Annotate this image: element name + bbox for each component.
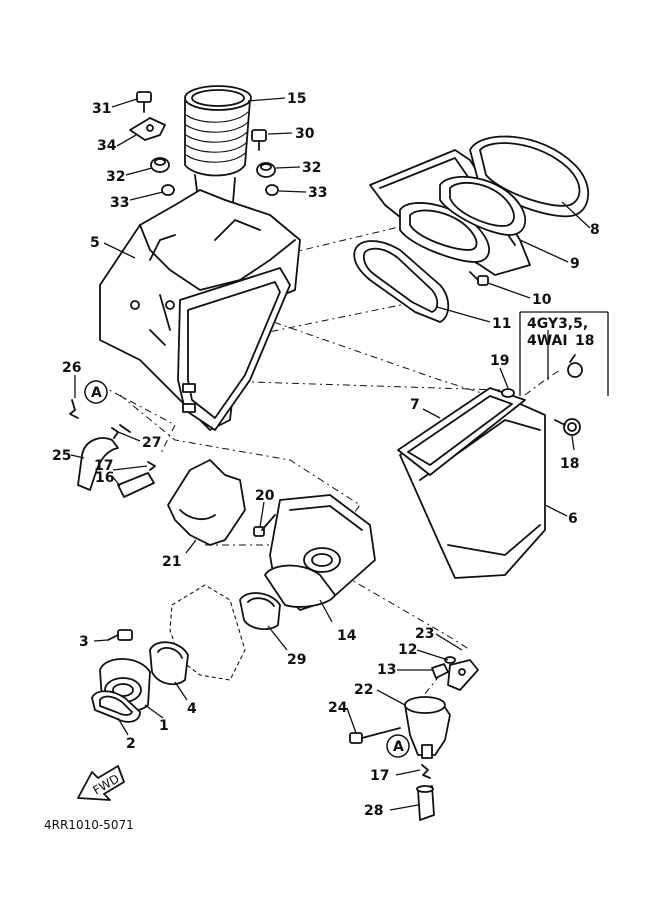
doc-code: 4RR1010-5071 [44, 818, 134, 832]
bolt-20 [253, 514, 276, 537]
callout-16: 16 [95, 470, 114, 486]
callout-28: 28 [364, 803, 383, 819]
callout-32-left: 32 [106, 169, 125, 185]
fwd-arrow: FWD [77, 765, 125, 801]
model-note-line1: 4GY3,5, [527, 316, 588, 332]
callout-26: 26 [62, 360, 81, 376]
callout-11: 11 [492, 316, 511, 332]
screw-18-box [567, 354, 583, 378]
ref-a-marker-left: A [84, 380, 108, 404]
callout-6: 6 [568, 511, 578, 527]
callout-9: 9 [570, 256, 580, 272]
bolt-31 [136, 91, 152, 113]
ref-a-marker-right: A [386, 734, 410, 758]
clip-26 [69, 399, 79, 419]
callout-3: 3 [79, 634, 89, 650]
screw-18-lower [554, 418, 581, 436]
leader-lines [70, 97, 591, 811]
callout-33-right: 33 [308, 185, 327, 201]
cap-28 [416, 785, 435, 821]
callout-33-left: 33 [110, 195, 129, 211]
bolt-30 [251, 129, 267, 151]
filter-guide-9 [369, 149, 531, 276]
callout-34: 34 [97, 138, 117, 154]
clamp-4 [149, 641, 189, 686]
washer-12 [444, 656, 456, 664]
ref-a-label-right: A [393, 739, 404, 755]
gasket-11 [353, 240, 450, 323]
drain-assembly [404, 659, 479, 759]
callout-20: 20 [255, 488, 275, 504]
collar-33-right [265, 184, 279, 196]
model-note-line2: 4WAI [527, 333, 568, 349]
callout-13: 13 [377, 662, 396, 678]
callout-14: 14 [337, 628, 357, 644]
callout-19: 19 [490, 353, 509, 369]
air-box [99, 189, 301, 431]
callout-31: 31 [92, 101, 111, 117]
callout-8: 8 [590, 222, 600, 238]
seal-7 [397, 387, 526, 476]
joint-14 [264, 494, 376, 611]
clamp-29 [239, 592, 281, 631]
callout-22: 22 [354, 682, 373, 698]
nut-13 [431, 663, 449, 679]
washer-19 [501, 388, 515, 398]
cover-21 [167, 459, 246, 546]
callout-5: 5 [90, 235, 100, 251]
hose-25 [77, 437, 119, 491]
callout-1: 1 [159, 718, 169, 734]
callout-25: 25 [52, 448, 71, 464]
grommet-32-right [256, 162, 276, 178]
callout-32-right: 32 [302, 160, 321, 176]
callout-15: 15 [287, 91, 306, 107]
callout-4: 4 [187, 701, 197, 717]
callout-23: 23 [415, 626, 434, 642]
filter-element-8 [439, 135, 590, 236]
callout-30: 30 [295, 126, 315, 142]
callout-12: 12 [398, 642, 417, 658]
callout-29: 29 [287, 652, 306, 668]
bolt-10 [469, 271, 489, 286]
callout-27: 27 [142, 435, 161, 451]
callout-17-right: 17 [370, 768, 389, 784]
callout-numbers: 31 15 34 30 32 32 33 33 5 8 9 10 11 19 7… [52, 91, 600, 819]
ref-a-label-left: A [91, 385, 102, 401]
callout-7: 7 [410, 397, 420, 413]
callout-18-box: 18 [575, 333, 594, 349]
bolt-3 [107, 629, 133, 641]
grommet-32-left [150, 157, 170, 173]
pipe-16 [117, 472, 155, 498]
clip-17-right [421, 764, 431, 779]
callout-2: 2 [126, 736, 136, 752]
intake-boot [184, 85, 252, 216]
bracket-34 [129, 117, 166, 141]
callout-17-left: 17 [94, 458, 113, 474]
callout-18-lower: 18 [560, 456, 579, 472]
callout-21: 21 [162, 554, 181, 570]
clip-17-left [147, 461, 156, 471]
callout-24: 24 [328, 700, 348, 716]
model-note: 4GY3,5, 4WAI 18 [519, 311, 609, 396]
callout-10: 10 [532, 292, 552, 308]
bolt-24 [349, 727, 401, 744]
collar-33-left [161, 184, 175, 196]
